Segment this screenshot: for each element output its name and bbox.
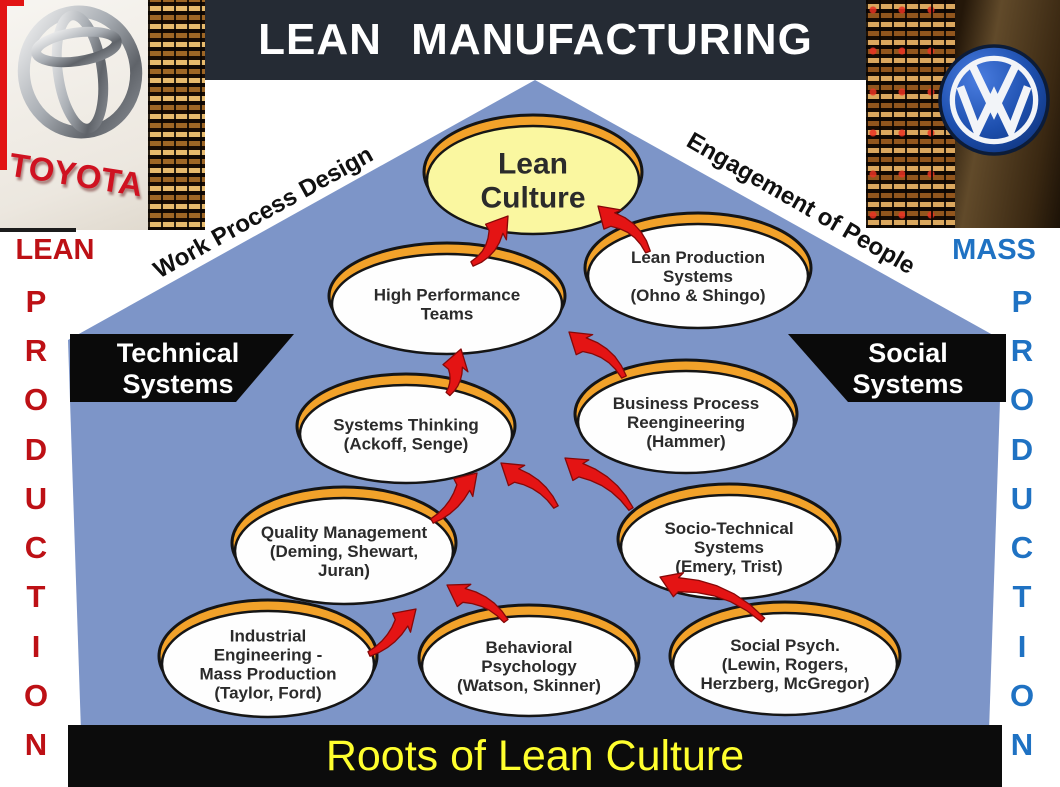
title-banner: LEAN MANUFACTURING bbox=[205, 0, 866, 80]
vertical-letter: P bbox=[1011, 284, 1033, 319]
mass-heading: MASS bbox=[952, 234, 1036, 266]
arrow-quality-management-to-systems-thinking bbox=[430, 472, 478, 524]
arrow-business-process-reengineering-to-high-performance-teams bbox=[568, 331, 627, 379]
vertical-letter: U bbox=[1010, 480, 1034, 516]
vertical-letter: T bbox=[1012, 579, 1032, 615]
arrow-systems-thinking-to-high-performance-teams bbox=[442, 348, 469, 397]
vw-logo-icon bbox=[938, 44, 1050, 156]
vertical-letter: P bbox=[25, 284, 47, 319]
node-systems-thinking: Systems Thinking(Ackoff, Senge) bbox=[295, 372, 517, 485]
arrow-behavioral-psychology-to-quality-management bbox=[446, 583, 509, 624]
vw-photo bbox=[866, 0, 1060, 228]
vertical-letter: O bbox=[23, 677, 49, 713]
vertical-letter: O bbox=[1009, 677, 1035, 713]
car-tower-image bbox=[148, 0, 205, 230]
node-label: Systems Thinking(Ackoff, Senge) bbox=[333, 415, 478, 453]
vertical-letter: C bbox=[1010, 530, 1034, 566]
vertical-letter: N bbox=[1010, 726, 1034, 762]
vertical-letter: I bbox=[31, 628, 41, 664]
node-social-psych: Social Psych.(Lewin, Rogers,Herzberg, Mc… bbox=[668, 600, 902, 717]
footer-title: Roots of Lean Culture bbox=[325, 731, 745, 780]
red-border-top bbox=[0, 0, 24, 6]
toyota-photo: TOYOTA bbox=[0, 0, 205, 230]
toyota-wordmark: TOYOTA bbox=[6, 145, 146, 204]
toyota-logo-icon bbox=[17, 5, 143, 139]
vertical-letter: R bbox=[1010, 333, 1034, 369]
node-label: Social Psych.(Lewin, Rogers,Herzberg, Mc… bbox=[700, 636, 869, 693]
arrow-socio-technical-systems-to-systems-thinking bbox=[500, 462, 559, 509]
arrow-socio-technical-systems-to-business-process-reengineering bbox=[564, 457, 634, 511]
vertical-letter: U bbox=[24, 480, 48, 516]
vertical-letter: R bbox=[24, 333, 48, 369]
vertical-letter: C bbox=[24, 530, 48, 566]
lean-heading: LEAN bbox=[15, 234, 95, 266]
footer-banner: Roots of Lean Culture bbox=[68, 725, 1002, 787]
vertical-letter: D bbox=[1010, 431, 1034, 467]
node-quality-management: Quality Management(Deming, Shewart,Juran… bbox=[230, 485, 458, 606]
arrow-lean-production-systems-to-lean-culture bbox=[597, 205, 651, 254]
arrow-industrial-engineering-mass-production-to-quality-management bbox=[367, 608, 417, 657]
vertical-letter: I bbox=[1017, 628, 1027, 664]
vertical-letter: O bbox=[23, 382, 49, 418]
red-border-left bbox=[0, 0, 7, 170]
arrow-high-performance-teams-to-lean-culture bbox=[470, 215, 509, 267]
vertical-letter: D bbox=[24, 431, 48, 467]
page-title: LEAN MANUFACTURING bbox=[258, 15, 813, 64]
vertical-letter: O bbox=[1009, 382, 1035, 418]
vertical-letter: N bbox=[24, 726, 48, 762]
arrow-social-psych-to-socio-technical-systems bbox=[659, 572, 766, 623]
vertical-letter: T bbox=[26, 579, 46, 615]
node-label: Quality Management(Deming, Shewart,Juran… bbox=[261, 523, 428, 580]
photo-underline bbox=[0, 228, 76, 232]
